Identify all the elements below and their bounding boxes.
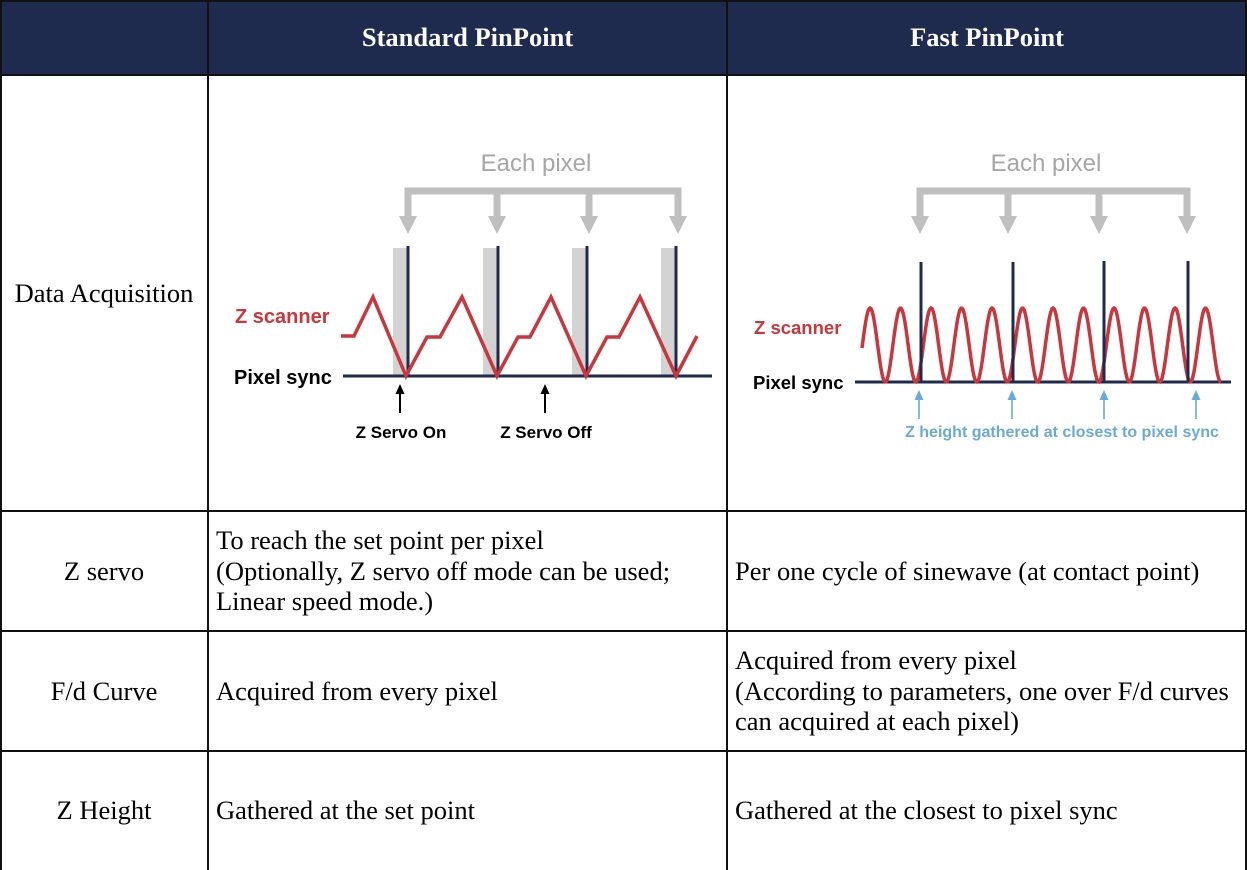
standard-diagram-cell: Each pixel Z scanner Pixel sync Z Servo … [208, 75, 727, 511]
row-label-z-servo: Z servo [0, 511, 208, 631]
cell-text-line: Linear speed mode.) [216, 586, 434, 617]
cell-text-line: Per one cycle of sinewave (at contact po… [735, 555, 1200, 586]
servo-off-arrow-head [540, 384, 550, 394]
table-rule-vertical [1245, 0, 1247, 870]
cell-text-line: Gathered at the set point [216, 795, 476, 826]
pixel-arrow-head [488, 216, 506, 234]
row-label-text: Z Height [56, 795, 152, 825]
z-servo-standard-cell: To reach the set point per pixel (Option… [208, 511, 727, 631]
cell-text-line: To reach the set point per pixel [216, 525, 544, 556]
cell-text-line: (Optionally, Z servo off mode can be use… [216, 555, 671, 586]
z-height-arrow-head [914, 390, 924, 400]
fast-z-scanner-wave [860, 305, 1222, 385]
servo-on-label: Z Servo On [356, 423, 447, 442]
table-rule-horizontal [0, 74, 1247, 76]
z-servo-fast-cell: Per one cycle of sinewave (at contact po… [727, 511, 1245, 631]
cell-text-line: Acquired from every pixel [735, 645, 1017, 676]
pixel-arrow-head [1178, 216, 1196, 234]
z-height-arrow-head [1191, 390, 1201, 400]
pixel-arrow-head [911, 216, 929, 234]
table-rule-horizontal [0, 750, 1247, 752]
row-label-z-height: Z Height [0, 751, 208, 870]
each-pixel-label: Each pixel [481, 150, 592, 177]
row-label-text: Data Acquisition [14, 277, 194, 308]
table-rule-horizontal [0, 630, 1247, 632]
each-pixel-label: Each pixel [991, 150, 1102, 177]
row-label-data-acquisition: Data Acquisition [0, 75, 208, 511]
pixel-arrow-head [580, 216, 598, 234]
z-scanner-label: Z scanner [754, 317, 841, 338]
cell-text-line: Acquired from every pixel [216, 675, 498, 706]
table-rule-horizontal [0, 510, 1247, 512]
header-standard-pinpoint: Standard PinPoint [208, 0, 727, 75]
servo-window-bar [483, 248, 498, 376]
fd-curve-fast-cell: Acquired from every pixel (According to … [727, 631, 1245, 751]
row-label-fd-curve: F/d Curve [0, 631, 208, 751]
servo-off-label: Z Servo Off [500, 423, 592, 442]
header-corner-cell [0, 0, 208, 75]
pixel-arrow-head [669, 216, 687, 234]
servo-window-bar [661, 248, 676, 376]
table-rule-horizontal [0, 0, 1247, 2]
fd-curve-standard-cell: Acquired from every pixel [208, 631, 727, 751]
cell-text-line: (According to parameters, one over F/d c… [735, 675, 1229, 706]
servo-on-arrow-head [395, 384, 405, 394]
table-rule-vertical [726, 0, 728, 870]
header-standard-label: Standard PinPoint [361, 22, 574, 52]
fast-diagram-cell: Each pixel Z scanner Pixel sync Z height… [727, 75, 1245, 511]
row-label-text: Z servo [63, 555, 145, 586]
each-pixel-bracket [404, 187, 682, 218]
fast-pinpoint-diagram: Each pixel Z scanner Pixel sync Z height… [753, 150, 1231, 441]
z-scanner-trace [341, 292, 699, 381]
cell-text-line: Gathered at the closest to pixel sync [735, 795, 1118, 826]
z-height-arrow-head [1007, 390, 1017, 400]
table-rule-vertical [207, 0, 209, 870]
pixel-arrow-head [999, 216, 1017, 234]
servo-window-bar [393, 248, 408, 376]
pixel-sync-label: Pixel sync [234, 367, 332, 389]
pixel-sync-label: Pixel sync [753, 372, 844, 393]
standard-pinpoint-diagram: Each pixel Z scanner Pixel sync Z Servo … [234, 150, 712, 442]
row-label-text: F/d Curve [50, 675, 158, 706]
header-fast-label: Fast PinPoint [910, 22, 1064, 52]
table-rule-vertical [0, 0, 2, 870]
servo-window-bar [572, 248, 587, 376]
each-pixel-bracket [916, 187, 1191, 218]
z-height-standard-cell: Gathered at the set point [208, 751, 727, 870]
z-height-note: Z height gathered at closest to pixel sy… [905, 424, 1219, 441]
z-height-arrow-head [1099, 390, 1109, 400]
pixel-arrow-head [1090, 216, 1108, 234]
z-scanner-label: Z scanner [235, 306, 330, 328]
pixel-arrow-head [399, 216, 417, 234]
cell-text-line: can acquired at each pixel) [735, 706, 1019, 737]
z-height-fast-cell: Gathered at the closest to pixel sync [727, 751, 1245, 870]
header-fast-pinpoint: Fast PinPoint [727, 0, 1247, 75]
